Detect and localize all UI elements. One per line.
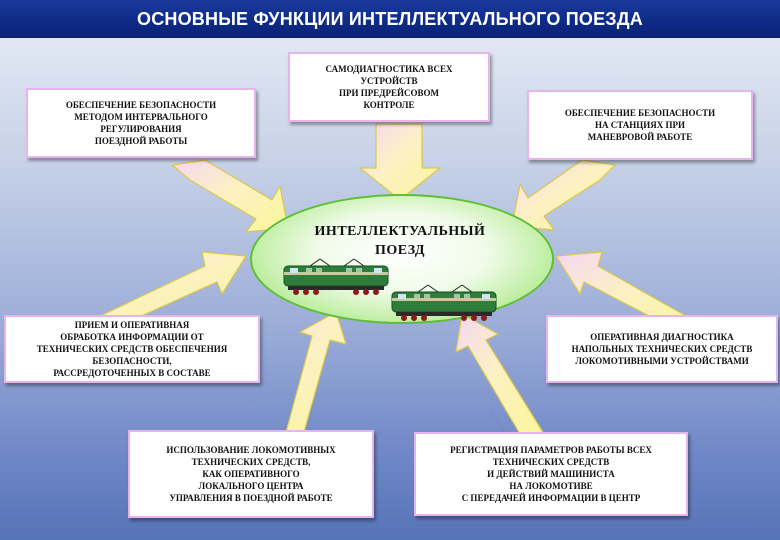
guide-line-bottom-right [491,411,507,437]
locomotive-icon-1 [283,258,389,295]
arrow-bottom-left [261,311,347,433]
box-safety-interval-regulation: ОБЕСПЕЧЕНИЕ БЕЗОПАСНОСТИ МЕТОДОМ ИНТЕРВА… [26,88,256,158]
center-label: ИНТЕЛЛЕКТУАЛЬНЫЙ ПОЕЗД [314,224,486,258]
arrow-middle-right [555,251,729,331]
title-bar: ОСНОВНЫЕ ФУНКЦИИ ИНТЕЛЛЕКТУАЛЬНОГО ПОЕЗД… [0,0,780,38]
box-self-diagnostics: САМОДИАГНОСТИКА ВСЕХ УСТРОЙСТВ ПРИ ПРЕДР… [288,52,490,122]
arrow-top-right [511,159,616,231]
locomotive-icon-2 [391,284,497,321]
box-parameter-registration: РЕГИСТРАЦИЯ ПАРАМЕТРОВ РАБОТЫ ВСЕХ ТЕХНИ… [414,432,688,516]
box-local-control-center: ИСПОЛЬЗОВАНИЕ ЛОКОМОТИВНЫХ ТЕХНИЧЕСКИХ С… [128,430,374,518]
page-title: ОСНОВНЫЕ ФУНКЦИИ ИНТЕЛЛЕКТУАЛЬНОГО ПОЕЗД… [137,8,643,29]
arrow-middle-left [54,251,247,331]
arrow-bottom-right [455,313,545,435]
box-safety-shunting: ОБЕСПЕЧЕНИЕ БЕЗОПАСНОСТИ НА СТАНЦИЯХ ПРИ… [527,90,753,160]
arrow-top-center [359,123,441,201]
box-onboard-info-processing: ПРИЕМ И ОПЕРАТИВНАЯ ОБРАБОТКА ИНФОРМАЦИИ… [4,315,260,383]
box-trackside-diagnostics: ОПЕРАТИВНАЯ ДИАГНОСТИКА НАПОЛЬНЫХ ТЕХНИЧ… [546,315,778,383]
